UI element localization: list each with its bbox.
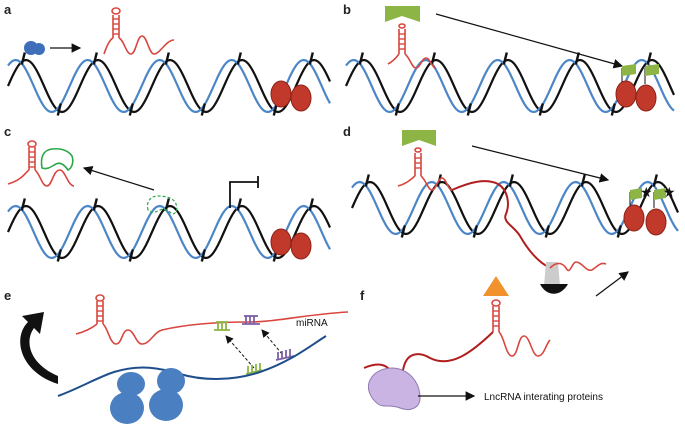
histone-mark-flags-d (629, 188, 666, 208)
base-pair-rung (236, 52, 242, 65)
base-pair-rung (472, 225, 478, 238)
base-pair-rung (646, 52, 652, 65)
base-pair-rung (616, 225, 622, 238)
arrow-decoy-c (82, 165, 155, 191)
base-pair-rung (56, 249, 62, 262)
arrow-recruitment-b (435, 13, 624, 69)
base-pair-rung (308, 198, 314, 211)
chromatin-modifier-d (402, 130, 436, 146)
nucleosome-pair-a (270, 80, 312, 112)
dna-strand-black (344, 58, 676, 114)
base-pair-rung (20, 198, 26, 211)
mirna-bound-green (214, 321, 230, 331)
dna-strand-black (6, 204, 332, 260)
mirna-free-purple (275, 349, 295, 361)
panel-f: f LncRNA interating proteins (360, 276, 603, 411)
base-pair-rung (610, 103, 616, 116)
base-pair-rung (358, 52, 364, 65)
panel-d-letter: d (343, 124, 351, 139)
base-pair-rung (538, 103, 544, 116)
lncrna-hairpin-b (387, 23, 437, 69)
arrow-target-d (595, 271, 629, 297)
base-pair-rung (394, 103, 400, 116)
rna-polymerase-part (33, 43, 45, 55)
base-pair-rung (580, 174, 586, 187)
mirna-label: miRNA (296, 318, 328, 329)
base-pair-rung (92, 198, 98, 211)
lncrna-strand-f (363, 331, 494, 378)
svg-text:★: ★ (663, 185, 676, 201)
dashed-arrow-purple (261, 329, 283, 355)
base-pair-rung (544, 225, 550, 238)
base-pair-rung (652, 174, 658, 187)
repression-symbol (229, 176, 259, 208)
arrow-recruitment-d (471, 145, 610, 183)
base-pair-rung (400, 225, 406, 238)
base-pair-rung (502, 52, 508, 65)
panel-d: d ★ ★ (343, 124, 680, 297)
base-pair-rung (128, 249, 134, 262)
panel-b: b (343, 2, 676, 116)
curved-arrow-e (20, 312, 58, 384)
base-pair-rung (200, 249, 206, 262)
mrna-strand-e (57, 335, 327, 397)
panel-a-letter: a (4, 2, 12, 17)
base-pair-rung (20, 52, 26, 65)
orange-triangle (483, 276, 509, 296)
mirna-free-green (245, 363, 263, 375)
nucleosome-pair-b (615, 80, 657, 112)
lncrna-tail-d (549, 261, 607, 272)
panel-c: c (4, 124, 332, 262)
dna-strand-black (6, 58, 332, 114)
dna-strand-blue (351, 180, 679, 236)
lncrna-hairpin-d (397, 147, 453, 191)
base-pair-rung (164, 198, 170, 211)
lncrna-hairpin-c (7, 140, 75, 187)
panel-e: e miRNA (4, 288, 349, 424)
base-pair-rung (56, 103, 62, 116)
dashed-arrow-green (225, 335, 255, 369)
base-pair-rung (364, 174, 370, 187)
base-pair-rung (236, 198, 242, 211)
lncrna-hairpin-a (103, 7, 175, 55)
base-pair-rung (92, 52, 98, 65)
mirna-bound-purple (242, 315, 260, 325)
base-pair-rung (430, 52, 436, 65)
panel-b-letter: b (343, 2, 351, 17)
chromatin-modifier-b (385, 6, 420, 22)
base-pair-rung (574, 52, 580, 65)
base-pair-rung (164, 52, 170, 65)
ribosome-2 (149, 368, 185, 421)
long-lncrna-strand-d (451, 180, 551, 269)
lncrna-hairpin-e (75, 294, 349, 345)
panel-a: a (4, 2, 332, 116)
base-pair-rung (308, 52, 314, 65)
base-pair-rung (508, 174, 514, 187)
protein-label: LncRNA interating proteins (484, 392, 603, 403)
transcription-factor-c (40, 147, 74, 172)
panel-e-letter: e (4, 288, 11, 303)
lncrna-interacting-protein (367, 367, 421, 411)
nucleosome-pair-c (270, 228, 312, 260)
protein-tether-d (544, 262, 560, 286)
base-pair-rung (466, 103, 472, 116)
histone-mark-flags-b (621, 64, 659, 84)
panel-f-letter: f (360, 288, 365, 303)
nucleosome-pair-d (623, 204, 667, 236)
panel-c-letter: c (4, 124, 11, 139)
star-marks-d: ★ ★ (640, 185, 676, 201)
lncrna-hairpin-f (491, 299, 551, 357)
svg-text:★: ★ (640, 185, 653, 201)
black-protein-d (540, 284, 568, 294)
ribosome-1 (110, 372, 145, 424)
base-pair-rung (200, 103, 206, 116)
dna-strand-black (350, 180, 680, 236)
base-pair-rung (128, 103, 134, 116)
